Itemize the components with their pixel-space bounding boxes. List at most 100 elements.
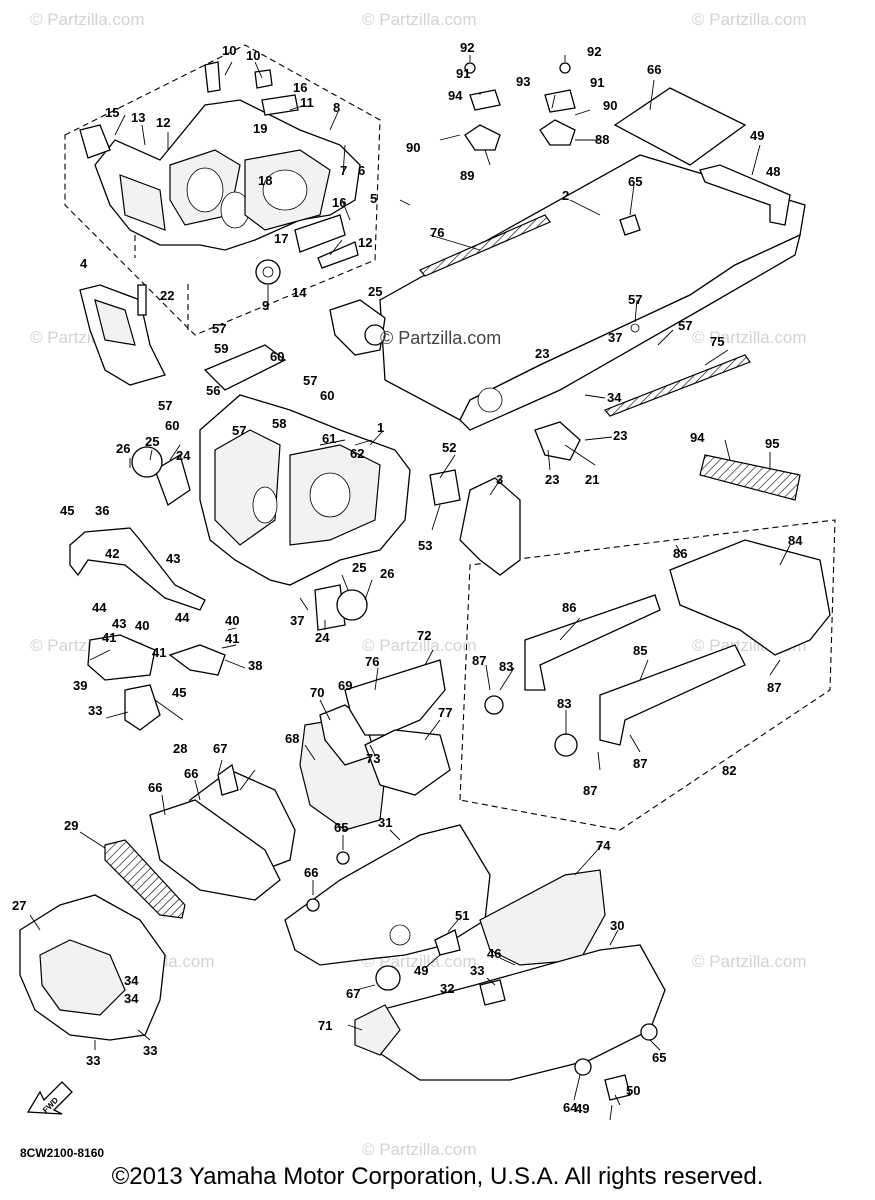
callout-label: 25 [145, 434, 159, 449]
callout-label: 10 [246, 48, 260, 63]
callout-label: 24 [176, 448, 191, 463]
bracket-21 [534, 421, 581, 461]
callout-label: 60 [320, 388, 334, 403]
callout-label: 57 [303, 373, 317, 388]
callout-label: 87 [583, 783, 597, 798]
callout-label: 44 [92, 600, 107, 615]
front-frame-assembly [79, 61, 361, 285]
callout-label: 61 [322, 431, 336, 446]
callout-label: 31 [378, 815, 392, 830]
steering-post-bracket [459, 477, 521, 576]
rear-subframe [484, 454, 831, 757]
callout-label: 57 [628, 292, 642, 307]
callout-label: 40 [225, 613, 239, 628]
callout-label: 91 [456, 66, 470, 81]
callout-label: 65 [628, 174, 642, 189]
panel-68 [149, 799, 281, 901]
callout-label: 83 [557, 696, 571, 711]
handle-mount [168, 644, 226, 676]
watermark: © Partzilla.com [692, 952, 807, 971]
callout-label: 72 [417, 628, 431, 643]
bracket-50 [604, 1074, 631, 1101]
callout-label: 34 [607, 390, 622, 405]
callout-label: 57 [158, 398, 172, 413]
callout-label: 82 [722, 763, 736, 778]
callout-label: 73 [366, 751, 380, 766]
leader-lines [29, 55, 791, 1121]
callout-label: 58 [272, 416, 286, 431]
callout-label: 42 [105, 546, 119, 561]
callout-label: 29 [64, 818, 78, 833]
callout-label: 53 [418, 538, 432, 553]
callout-label: 62 [350, 446, 364, 461]
callout-label: 51 [455, 908, 469, 923]
callout-label: 71 [318, 1018, 332, 1033]
watermark: © Partzilla.com [692, 10, 807, 29]
callout-label: 50 [626, 1083, 640, 1098]
callout-label: 92 [587, 44, 601, 59]
drawing-code: 8CW2100-8160 [20, 1146, 105, 1160]
callout-label: 32 [440, 981, 454, 996]
callout-label: 22 [160, 288, 174, 303]
callout-label: 41 [102, 630, 116, 645]
assembly-group-outline [459, 519, 836, 831]
callout-label: 49 [750, 128, 764, 143]
front-bumper-bracket [79, 284, 166, 386]
callout-label: 39 [73, 678, 87, 693]
callout-label: 60 [270, 349, 284, 364]
callout-label: 17 [274, 231, 288, 246]
callout-label: 37 [290, 613, 304, 628]
callout-label: 67 [346, 986, 360, 1001]
callout-label: 2 [562, 188, 569, 203]
callout-label: 11 [300, 95, 314, 110]
callout-label: 91 [590, 75, 604, 90]
belly-pan-31 [284, 824, 491, 966]
callout-label: 12 [156, 115, 170, 130]
callout-label: 41 [225, 631, 239, 646]
bracket-28 [124, 684, 161, 731]
callout-label: 74 [596, 838, 611, 853]
callout-label: 41 [152, 645, 166, 660]
callout-label: 59 [214, 341, 228, 356]
callout-label: 93 [516, 74, 530, 89]
callout-label: 9 [262, 298, 269, 313]
callout-label: 33 [86, 1053, 100, 1068]
callout-label: 28 [173, 741, 187, 756]
callout-label: 66 [304, 865, 318, 880]
callout-label: 33 [470, 963, 484, 978]
watermark: © Partzilla.com [30, 10, 145, 29]
watermark: © Partzilla.com [362, 1140, 477, 1159]
callout-label: 36 [95, 503, 109, 518]
handle-mount [87, 634, 156, 681]
callout-label: 18 [258, 173, 272, 188]
callout-label: 1 [377, 420, 384, 435]
ski-mount-brackets [464, 62, 576, 151]
front-belly-panels [299, 659, 451, 831]
callout-label: 23 [545, 472, 559, 487]
callout-label: 46 [487, 946, 501, 961]
callout-label: 40 [135, 618, 149, 633]
callout-label: 68 [285, 731, 299, 746]
callout-label: 14 [292, 285, 307, 300]
callout-label: 67 [213, 741, 227, 756]
callout-label: 7 [340, 163, 347, 178]
callout-label: 87 [767, 680, 781, 695]
callout-label: 87 [633, 756, 647, 771]
rubber-boots [131, 446, 368, 631]
callout-label: 56 [206, 383, 220, 398]
grommet-65 [640, 1023, 658, 1041]
callout-label: 90 [603, 98, 617, 113]
snow-flap [613, 87, 747, 166]
callout-label: 76 [430, 225, 444, 240]
callout-label: 57 [232, 423, 246, 438]
callout-label: 44 [175, 610, 190, 625]
front-handle [69, 527, 206, 611]
callout-label: 70 [310, 685, 324, 700]
callout-label: 15 [105, 105, 119, 120]
callout-label: 3 [496, 472, 503, 487]
watermark: © Partzilla.com [362, 10, 477, 29]
callout-label: 24 [315, 630, 330, 645]
callout-label: 43 [166, 551, 180, 566]
callout-label: 64 [563, 1100, 578, 1115]
